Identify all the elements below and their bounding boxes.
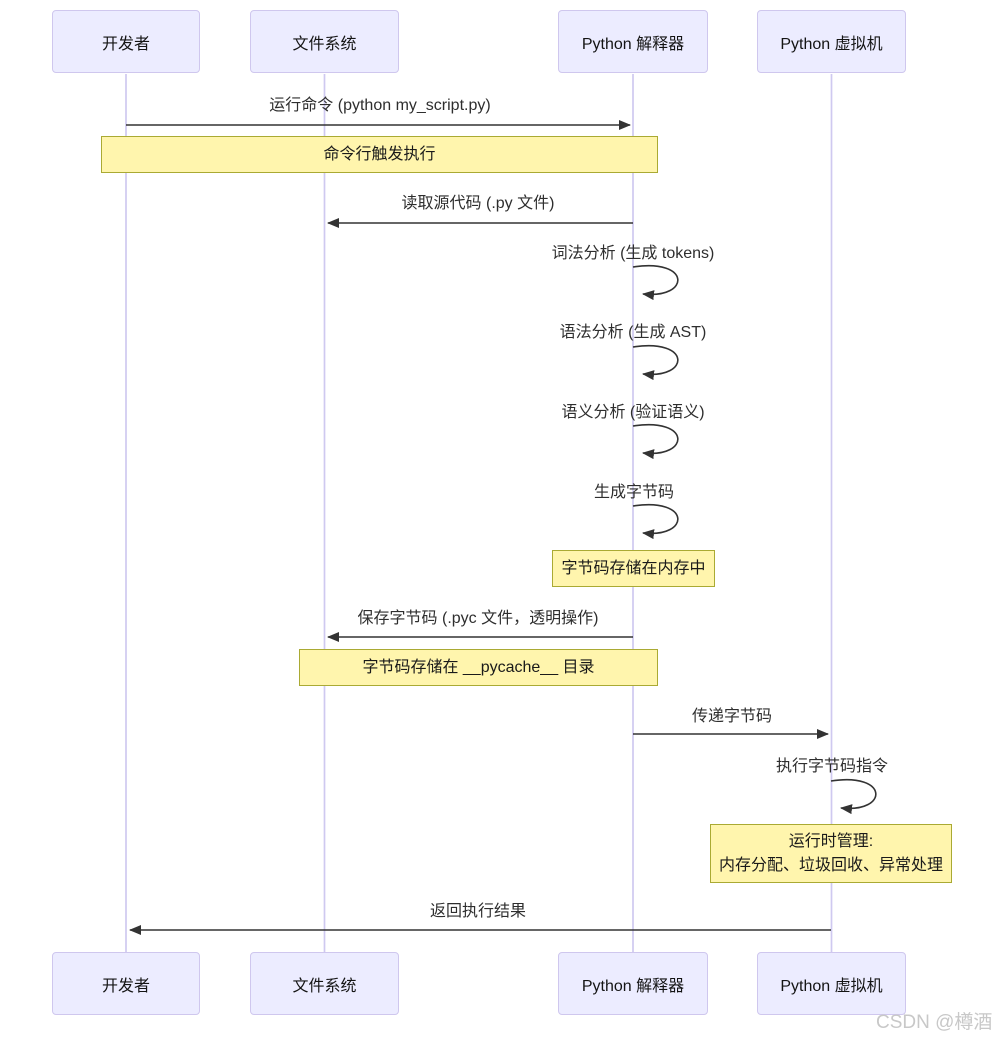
actor-top-developer: 开发者: [52, 10, 200, 73]
message-label-save-bytecode: 保存字节码 (.pyc 文件，透明操作): [357, 610, 599, 627]
note-text-line1: 运行时管理:: [788, 832, 874, 850]
message-label-return-result: 返回执行结果: [429, 903, 527, 920]
note-text: 字节码存储在 __pycache__ 目录: [362, 658, 595, 676]
csdn-watermark: CSDN @樽酒: [876, 1012, 993, 1033]
self-loop-execute-bytecode: [830, 778, 877, 815]
self-loop-semantic-analysis: [632, 423, 679, 460]
actor-top-vm: Python 虚拟机: [757, 10, 906, 73]
actor-bottom-interpreter: Python 解释器: [558, 952, 708, 1015]
note-bytecode-pycache: 字节码存储在 __pycache__ 目录: [299, 649, 658, 686]
message-label-semantic-analysis: 语义分析 (验证语义): [561, 404, 705, 421]
actor-bottom-filesystem: 文件系统: [250, 952, 399, 1015]
actor-top-filesystem: 文件系统: [250, 10, 399, 73]
actor-top-interpreter: Python 解释器: [558, 10, 708, 73]
message-label-read-source: 读取源代码 (.py 文件): [401, 195, 555, 212]
message-label-run-command: 运行命令 (python my_script.py): [269, 97, 491, 114]
actor-bottom-vm: Python 虚拟机: [757, 952, 906, 1015]
message-label-execute-bytecode: 执行字节码指令: [775, 758, 889, 775]
note-text-line2: 内存分配、垃圾回收、异常处理: [718, 856, 943, 874]
message-label-syntax-analysis: 语法分析 (生成 AST): [559, 324, 707, 341]
note-bytecode-in-memory: 字节码存储在内存中: [552, 550, 715, 587]
self-loop-generate-bytecode: [632, 503, 679, 540]
message-label-generate-bytecode: 生成字节码: [593, 484, 675, 501]
self-loop-lexical-analysis: [632, 264, 679, 301]
note-text: 字节码存储在内存中: [561, 559, 706, 577]
actor-bottom-developer: 开发者: [52, 952, 200, 1015]
message-label-pass-bytecode: 传递字节码: [691, 708, 773, 725]
self-loop-syntax-analysis: [632, 344, 679, 381]
note-text: 命令行触发执行: [323, 145, 436, 163]
message-label-lexical-analysis: 词法分析 (生成 tokens): [551, 245, 715, 262]
note-command-line-trigger: 命令行触发执行: [101, 136, 658, 173]
note-runtime-management: 运行时管理: 内存分配、垃圾回收、异常处理: [710, 824, 952, 883]
